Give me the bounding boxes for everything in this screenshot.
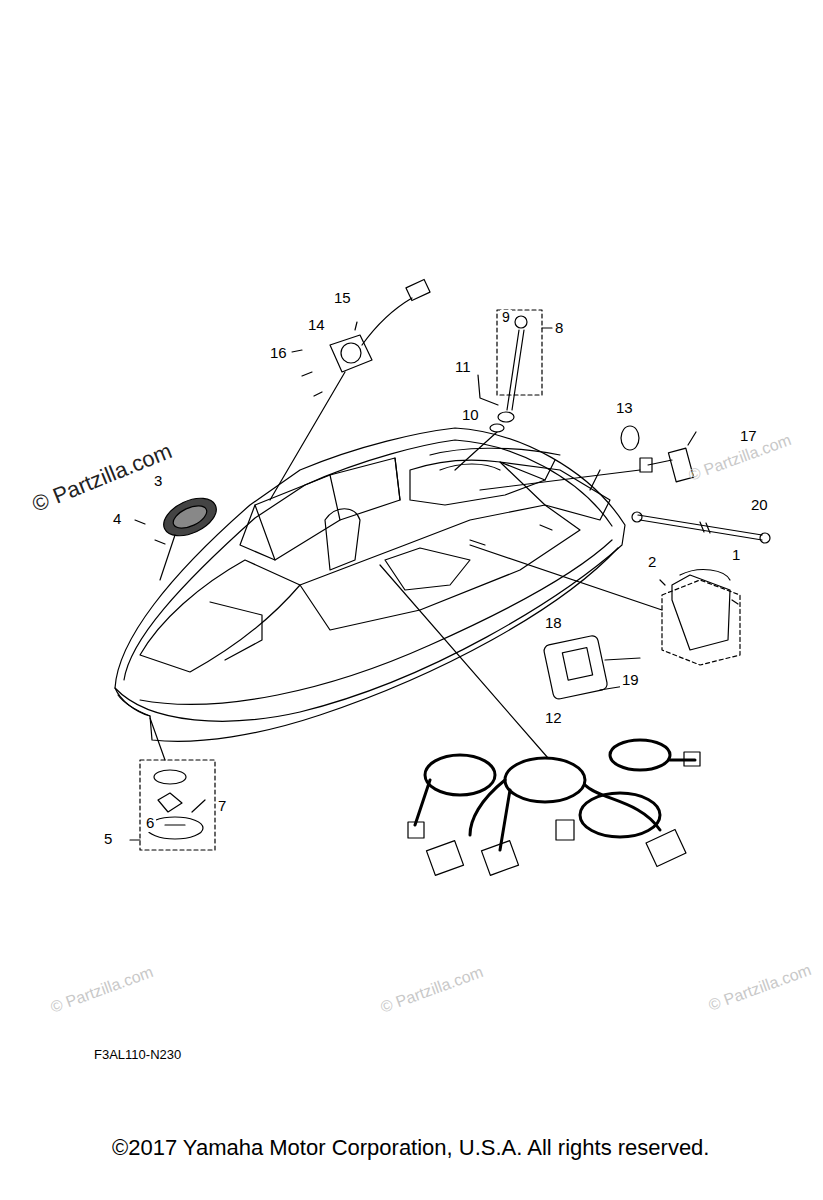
callout-number: 16: [268, 345, 289, 362]
diagram-code: F3AL110-N230: [94, 1048, 181, 1062]
callout-number: 4: [111, 511, 123, 528]
callout-number: 12: [543, 710, 564, 727]
copyright-caption: ©2017 Yamaha Motor Corporation, U.S.A. A…: [112, 1136, 709, 1160]
callout-number: 11: [453, 359, 473, 376]
watermark: © Partzilla.com: [706, 961, 813, 1014]
callout-number: 8: [553, 320, 565, 337]
callout-number: 14: [306, 317, 327, 334]
watermark: © Partzilla.com: [378, 963, 485, 1016]
callout-number: 1: [730, 547, 742, 564]
callout-number: 13: [614, 400, 635, 417]
watermark: © Partzilla.com: [48, 963, 155, 1016]
callout-number: 3: [152, 473, 164, 490]
callout-number: 9: [500, 310, 512, 325]
callout-number: 6: [144, 815, 156, 832]
callout-number: 2: [646, 554, 658, 571]
callout-number: 20: [749, 497, 770, 514]
callout-number: 7: [216, 798, 228, 815]
callout-number: 15: [332, 290, 353, 307]
callout-number: 19: [620, 672, 641, 689]
callout-number: 10: [460, 407, 481, 424]
callout-number: 5: [102, 831, 114, 848]
callout-number: 18: [543, 615, 564, 632]
